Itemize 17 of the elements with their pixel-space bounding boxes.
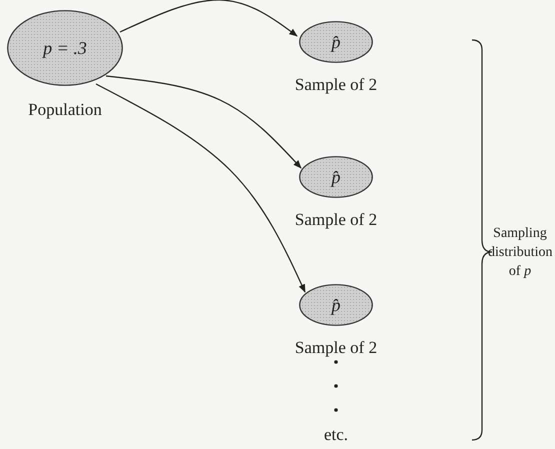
arrow bbox=[120, 0, 298, 36]
ellipse-node bbox=[299, 284, 373, 326]
ellipse-node bbox=[299, 156, 373, 198]
statistic-label: p̂ bbox=[332, 294, 340, 316]
node-caption: Sample of 2 bbox=[294, 210, 378, 230]
brace-label: Sampling distribution of p bbox=[488, 225, 552, 281]
etc-label: etc. bbox=[324, 425, 348, 444]
node-caption: Sample of 2 bbox=[294, 75, 378, 95]
arrow bbox=[96, 83, 306, 293]
node-caption: Population bbox=[28, 100, 102, 120]
arrow bbox=[106, 75, 302, 169]
node-caption: Sample of 2 bbox=[294, 338, 378, 358]
statistic-label: p̂ bbox=[332, 32, 340, 52]
statistic-label: p̂ bbox=[332, 166, 340, 188]
parameter-label: p = .3 bbox=[43, 38, 87, 58]
ellipse-node bbox=[299, 21, 373, 63]
ellipse-node bbox=[7, 10, 123, 86]
